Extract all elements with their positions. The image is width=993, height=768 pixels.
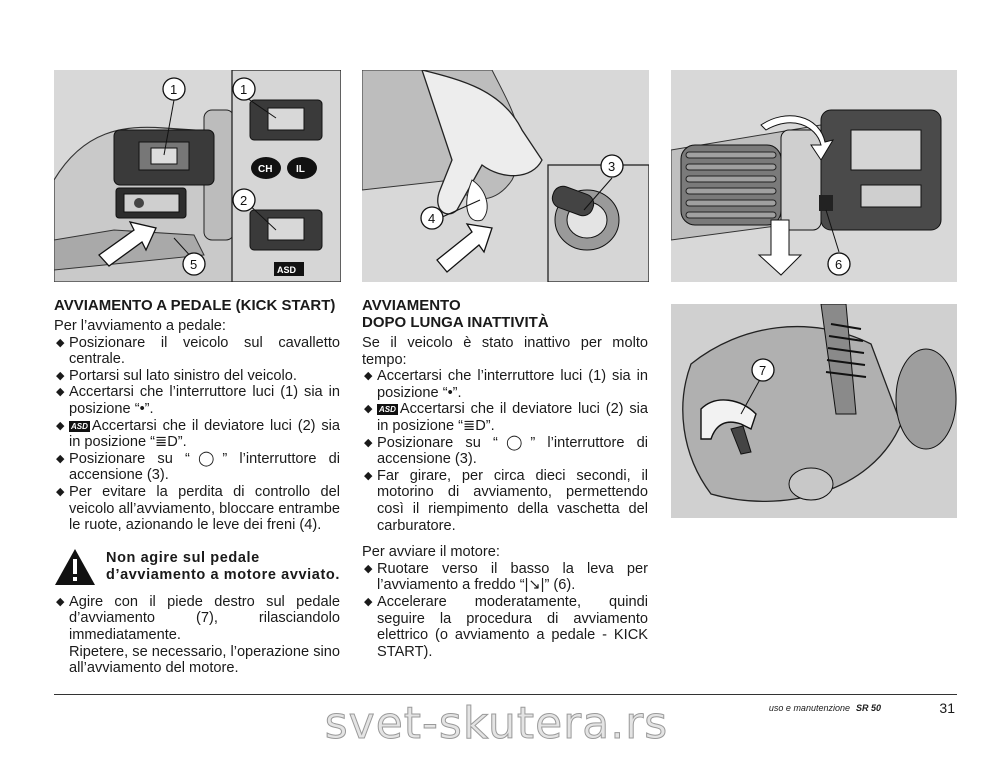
model-name: SR 50: [855, 703, 881, 713]
warning-box: Non agire sul pedale d’avviamento a moto…: [54, 548, 340, 585]
intro-text-2: Per avviare il motore:: [362, 544, 500, 561]
callout-3: 3: [608, 159, 615, 174]
intro-text: Se il veicolo è stato inattivo per molto…: [362, 335, 648, 368]
footer-rule: [54, 694, 957, 695]
instruction-list-2: ◆Agire con il piede destro sul pedale d’…: [54, 594, 340, 644]
list-item: ◆Portarsi sul lato sinistro del veicolo.: [56, 367, 297, 384]
list-item: ◆Posizionare il veicolo sul cavalletto c…: [56, 334, 340, 368]
section-title-kick-start: AVVIAMENTO A PEDALE (KICK START): [54, 297, 336, 314]
callout-4: 4: [428, 211, 435, 226]
callout-6: 6: [835, 257, 842, 272]
list-item: ◆Accertarsi che l’interruttore luci (1) …: [56, 384, 340, 417]
instruction-list: ◆Posizionare il veicolo sul cavalletto c…: [54, 335, 340, 534]
section-title-long-inactivity-1: AVVIAMENTO: [362, 297, 461, 314]
watermark: svet-skutera.rs: [324, 698, 669, 750]
callout-7: 7: [759, 363, 766, 378]
right-column: AVVIAMENTO DOPO LUNGA INATTIVITÀ Se il v…: [362, 297, 648, 660]
warning-icon: [55, 548, 95, 585]
page-number: 31: [939, 700, 955, 716]
list-item: ◆Ruotare verso il basso la leva per l’av…: [364, 560, 648, 594]
list-item: ◆Far girare, per circa dieci secondi, il…: [364, 467, 648, 534]
list-item: ◆Posizionare su “◯” l’interruttore di ac…: [364, 434, 648, 468]
list-item: ◆Per evitare la perdita di controllo del…: [56, 483, 340, 534]
warning-text: Non agire sul pedale d’avviamento a moto…: [106, 549, 340, 583]
instruction-list: ◆Accertarsi che l’interruttore luci (1) …: [362, 368, 648, 534]
instruction-list-2: ◆Ruotare verso il basso la leva per l’av…: [362, 561, 648, 661]
list-item: ◆Accertarsi che l’interruttore luci (1) …: [364, 368, 648, 401]
figure-ignition: 3 4: [362, 70, 649, 282]
figure-kick-pedal: 7: [671, 304, 957, 518]
figure-throttle-choke: 6: [671, 70, 957, 282]
list-item: ◆Posizionare su “◯” l’interruttore di ac…: [56, 450, 340, 484]
list-item: ◆Agire con il piede destro sul pedale d’…: [56, 593, 340, 643]
list-item: ◆Accelerare moderatamente, quindi seguir…: [364, 593, 648, 660]
asd-badge: ASD: [69, 420, 90, 432]
section-title-long-inactivity-2: DOPO LUNGA INATTIVITÀ: [362, 314, 549, 331]
note-text: Ripetere, se necessario, l’operazione si…: [69, 643, 340, 677]
left-column: AVVIAMENTO A PEDALE (KICK START) Per l’a…: [54, 297, 340, 677]
asd-badge: ASD: [377, 404, 398, 416]
intro-text: Per l’avviamento a pedale:: [54, 318, 226, 334]
figure-light-switches: 1 1 2 5 CH IL ASD: [54, 70, 341, 282]
